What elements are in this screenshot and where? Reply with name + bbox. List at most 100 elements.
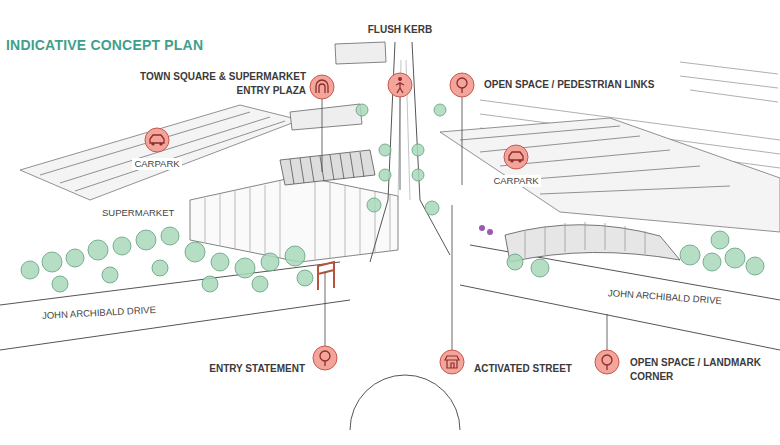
callout-icon <box>445 356 459 368</box>
tree <box>379 169 391 181</box>
callout-icon <box>595 350 619 374</box>
town-square-canopy <box>290 152 364 184</box>
tree <box>185 242 205 262</box>
callout-icon <box>461 88 462 93</box>
callout-icon <box>145 128 169 152</box>
entry-road <box>412 42 450 255</box>
tree <box>356 104 368 116</box>
tree <box>113 237 131 255</box>
callout-icon <box>396 82 404 93</box>
tree <box>42 252 62 272</box>
tree <box>507 254 523 270</box>
leader-line <box>462 97 463 185</box>
callout-icon <box>518 159 521 162</box>
john-archibald-drive <box>0 245 780 430</box>
callout-icon <box>595 350 619 374</box>
callout-icon <box>150 135 164 143</box>
purple-marker <box>487 229 493 235</box>
callout-icon <box>450 73 474 97</box>
leader-line <box>400 97 401 190</box>
callout-icon <box>450 73 474 97</box>
tree <box>261 253 279 271</box>
callout-icon <box>324 361 325 366</box>
callout-icon <box>504 145 528 169</box>
tree <box>412 169 424 181</box>
leader-line <box>607 314 608 350</box>
callout-icon <box>440 350 464 374</box>
callout-icon <box>510 159 513 162</box>
john-archibald-drive <box>460 285 780 350</box>
callout-icon <box>602 355 612 365</box>
tree <box>711 231 729 249</box>
map-label: JOHN ARCHIBALD DRIVE <box>606 287 725 307</box>
tree <box>88 240 108 260</box>
callout-icon <box>145 73 619 374</box>
tree <box>746 257 764 275</box>
tree <box>136 230 156 250</box>
carpark-area <box>440 118 780 232</box>
john-archibald-drive <box>350 375 460 430</box>
field-lines <box>680 62 778 102</box>
john-archibald-drive <box>0 300 350 350</box>
building-block <box>335 42 386 64</box>
tree <box>425 201 439 215</box>
map-label: CARPARK <box>491 175 540 187</box>
callout-icon <box>388 73 412 97</box>
tree <box>52 276 68 292</box>
tree <box>285 246 305 266</box>
callout-icon <box>145 128 169 152</box>
street-building <box>505 222 680 262</box>
tree <box>102 267 118 283</box>
callout-icon <box>509 152 523 160</box>
leader-line <box>322 97 607 350</box>
entry-road <box>370 42 450 262</box>
callout-icon <box>316 80 328 93</box>
callout-icon <box>320 351 330 361</box>
tree <box>66 249 84 267</box>
tree <box>21 261 39 279</box>
carpark-area <box>460 126 730 194</box>
callout-icon <box>457 78 467 88</box>
tree <box>152 260 168 276</box>
map-label: JOHN ARCHIBALD DRIVE <box>40 304 158 322</box>
purple-marker <box>479 225 485 231</box>
callout-icon <box>440 350 464 374</box>
town-square-canopy <box>280 150 375 185</box>
carpark-area <box>40 112 285 191</box>
tree <box>252 276 268 292</box>
callout-icon <box>313 346 337 370</box>
street-building <box>505 225 680 262</box>
tree <box>379 144 391 156</box>
tree <box>161 227 179 245</box>
entry-road <box>370 42 395 262</box>
callout-icon <box>159 142 162 145</box>
callout-label: OPEN SPACE / LANDMARK CORNER <box>630 356 772 384</box>
tree <box>434 104 446 116</box>
entry-statement-frame <box>318 262 334 290</box>
leader-line <box>452 205 453 350</box>
tree <box>21 104 764 292</box>
map-label: SUPERMARKET <box>100 207 176 219</box>
tree <box>297 270 313 286</box>
callout-icon <box>398 77 402 81</box>
building-block <box>290 104 362 130</box>
town-square-canopy <box>280 150 375 185</box>
tree <box>235 258 255 278</box>
tree <box>531 259 549 277</box>
map-label: CARPARK <box>132 158 181 170</box>
entry-statement-frame <box>318 262 334 290</box>
leader-line <box>325 272 326 346</box>
callout-icon <box>504 145 528 169</box>
street-building <box>525 222 645 258</box>
tree <box>725 248 745 268</box>
tree <box>367 198 381 212</box>
tree <box>211 253 229 271</box>
callout-label: FLUSH KERB <box>368 23 432 37</box>
callout-icon <box>606 365 607 370</box>
callout-icon <box>151 142 154 145</box>
callout-label: OPEN SPACE / PEDESTRIAN LINKS <box>484 78 654 92</box>
callout-icon <box>388 73 412 97</box>
purple-marker <box>479 225 493 235</box>
callout-label: TOWN SQUARE & SUPERMARKET ENTRY PLAZA <box>131 70 306 98</box>
